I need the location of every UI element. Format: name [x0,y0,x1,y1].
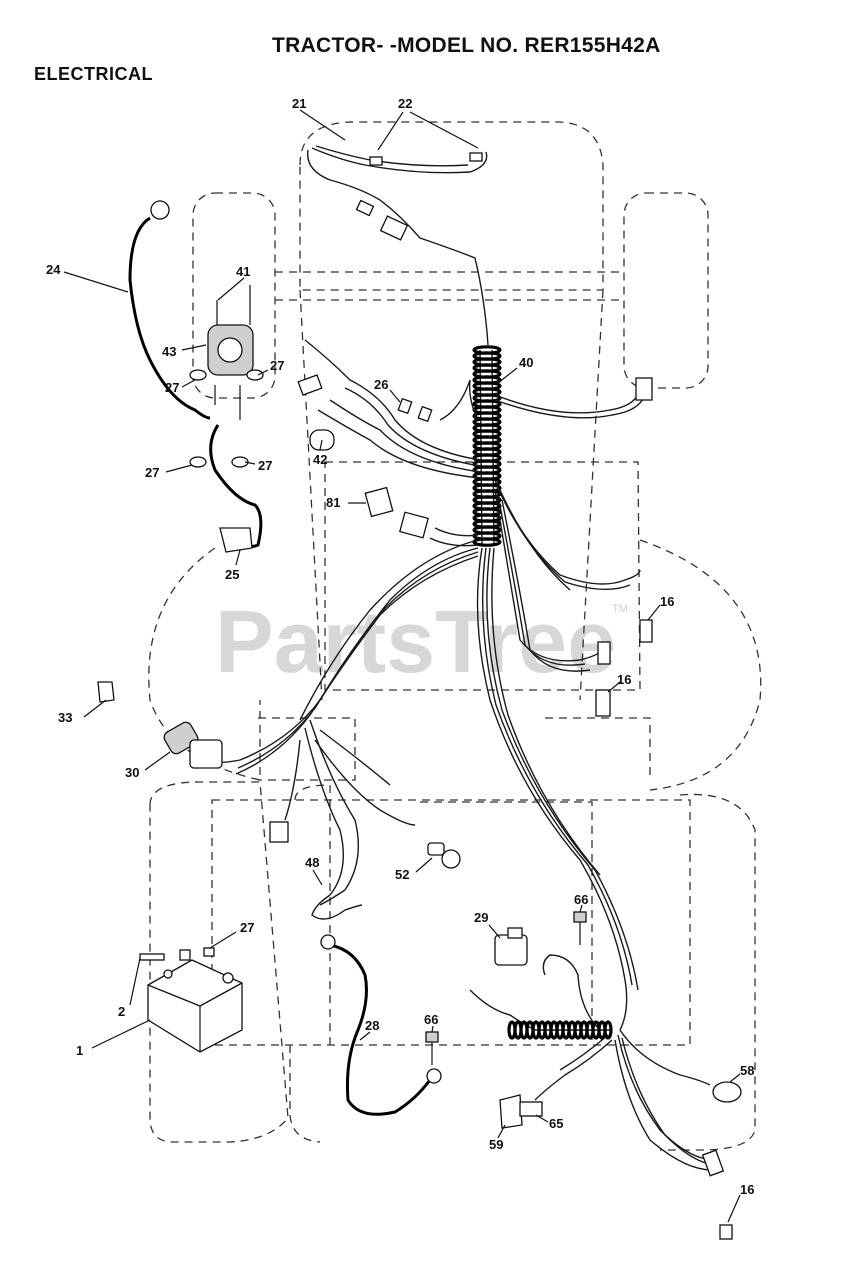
seat-switch [494,927,528,966]
tractor-outline [148,121,762,1151]
callout-65: 65 [549,1116,563,1131]
callout-58: 58 [740,1063,754,1078]
rear-harness [306,145,489,346]
cable-clip [219,527,253,553]
callout-59: 59 [489,1137,503,1152]
rear-light-socket [369,156,383,166]
relay-connector [399,511,429,539]
pto-switch [499,1094,543,1129]
ignition-key [97,681,115,703]
callout-27: 27 [240,920,254,935]
callout-25: 25 [225,567,239,582]
callout-1: 1 [76,1043,83,1058]
ignition-switch [163,721,223,769]
left-branch-wires [297,339,481,547]
ground-cable [128,216,211,420]
cable-terminal [150,200,170,220]
coil-ring [603,1020,613,1040]
callout-48: 48 [305,855,319,870]
connector [635,377,653,401]
right-branch-wires [494,377,653,672]
battery [139,947,243,1053]
watermark: PartsTree [215,592,616,691]
callout-29: 29 [474,910,488,925]
callout-27: 27 [145,465,159,480]
solenoid [189,285,264,468]
callout-16: 16 [660,594,674,609]
bolt [425,911,587,1065]
callout-26: 26 [374,377,388,392]
relay [364,486,394,518]
coil-lead-29 [469,989,613,1040]
callout-81: 81 [326,495,340,510]
coil-harness [472,345,502,547]
coil-ring [472,537,502,547]
callout-43: 43 [162,344,176,359]
rear-connector [379,215,409,241]
callout-41: 41 [236,264,250,279]
grommet [712,1081,742,1103]
lamp [427,842,461,869]
leader-lines [63,109,741,1223]
rear-light-socket [469,152,483,162]
lower-harness [199,539,725,1177]
connector [719,1224,733,1240]
connector [595,689,611,717]
callout-40: 40 [519,355,533,370]
callout-42: 42 [313,452,327,467]
connector [269,821,289,843]
model-title: TRACTOR- -MODEL NO. RER155H42A [272,34,661,57]
callout-66: 66 [424,1012,438,1027]
callout-28: 28 [365,1018,379,1033]
callout-66: 66 [574,892,588,907]
starter-cable [209,424,263,548]
section-title: ELECTRICAL [34,64,153,84]
watermark-tm: TM [612,603,628,615]
callout-27: 27 [258,458,272,473]
callout-52: 52 [395,867,409,882]
callout-16: 16 [740,1182,754,1197]
callout-24: 24 [46,262,61,277]
callout-33: 33 [58,710,72,725]
callout-30: 30 [125,765,139,780]
callouts: 21 22 24 41 43 27 27 27 27 40 26 42 81 2… [46,96,754,1197]
callout-22: 22 [398,96,412,111]
callout-27: 27 [270,358,284,373]
callout-21: 21 [292,96,306,111]
connector [639,619,653,643]
callout-27: 27 [165,380,179,395]
battery-cable [329,943,432,1116]
callout-2: 2 [118,1004,125,1019]
callout-16: 16 [617,672,631,687]
